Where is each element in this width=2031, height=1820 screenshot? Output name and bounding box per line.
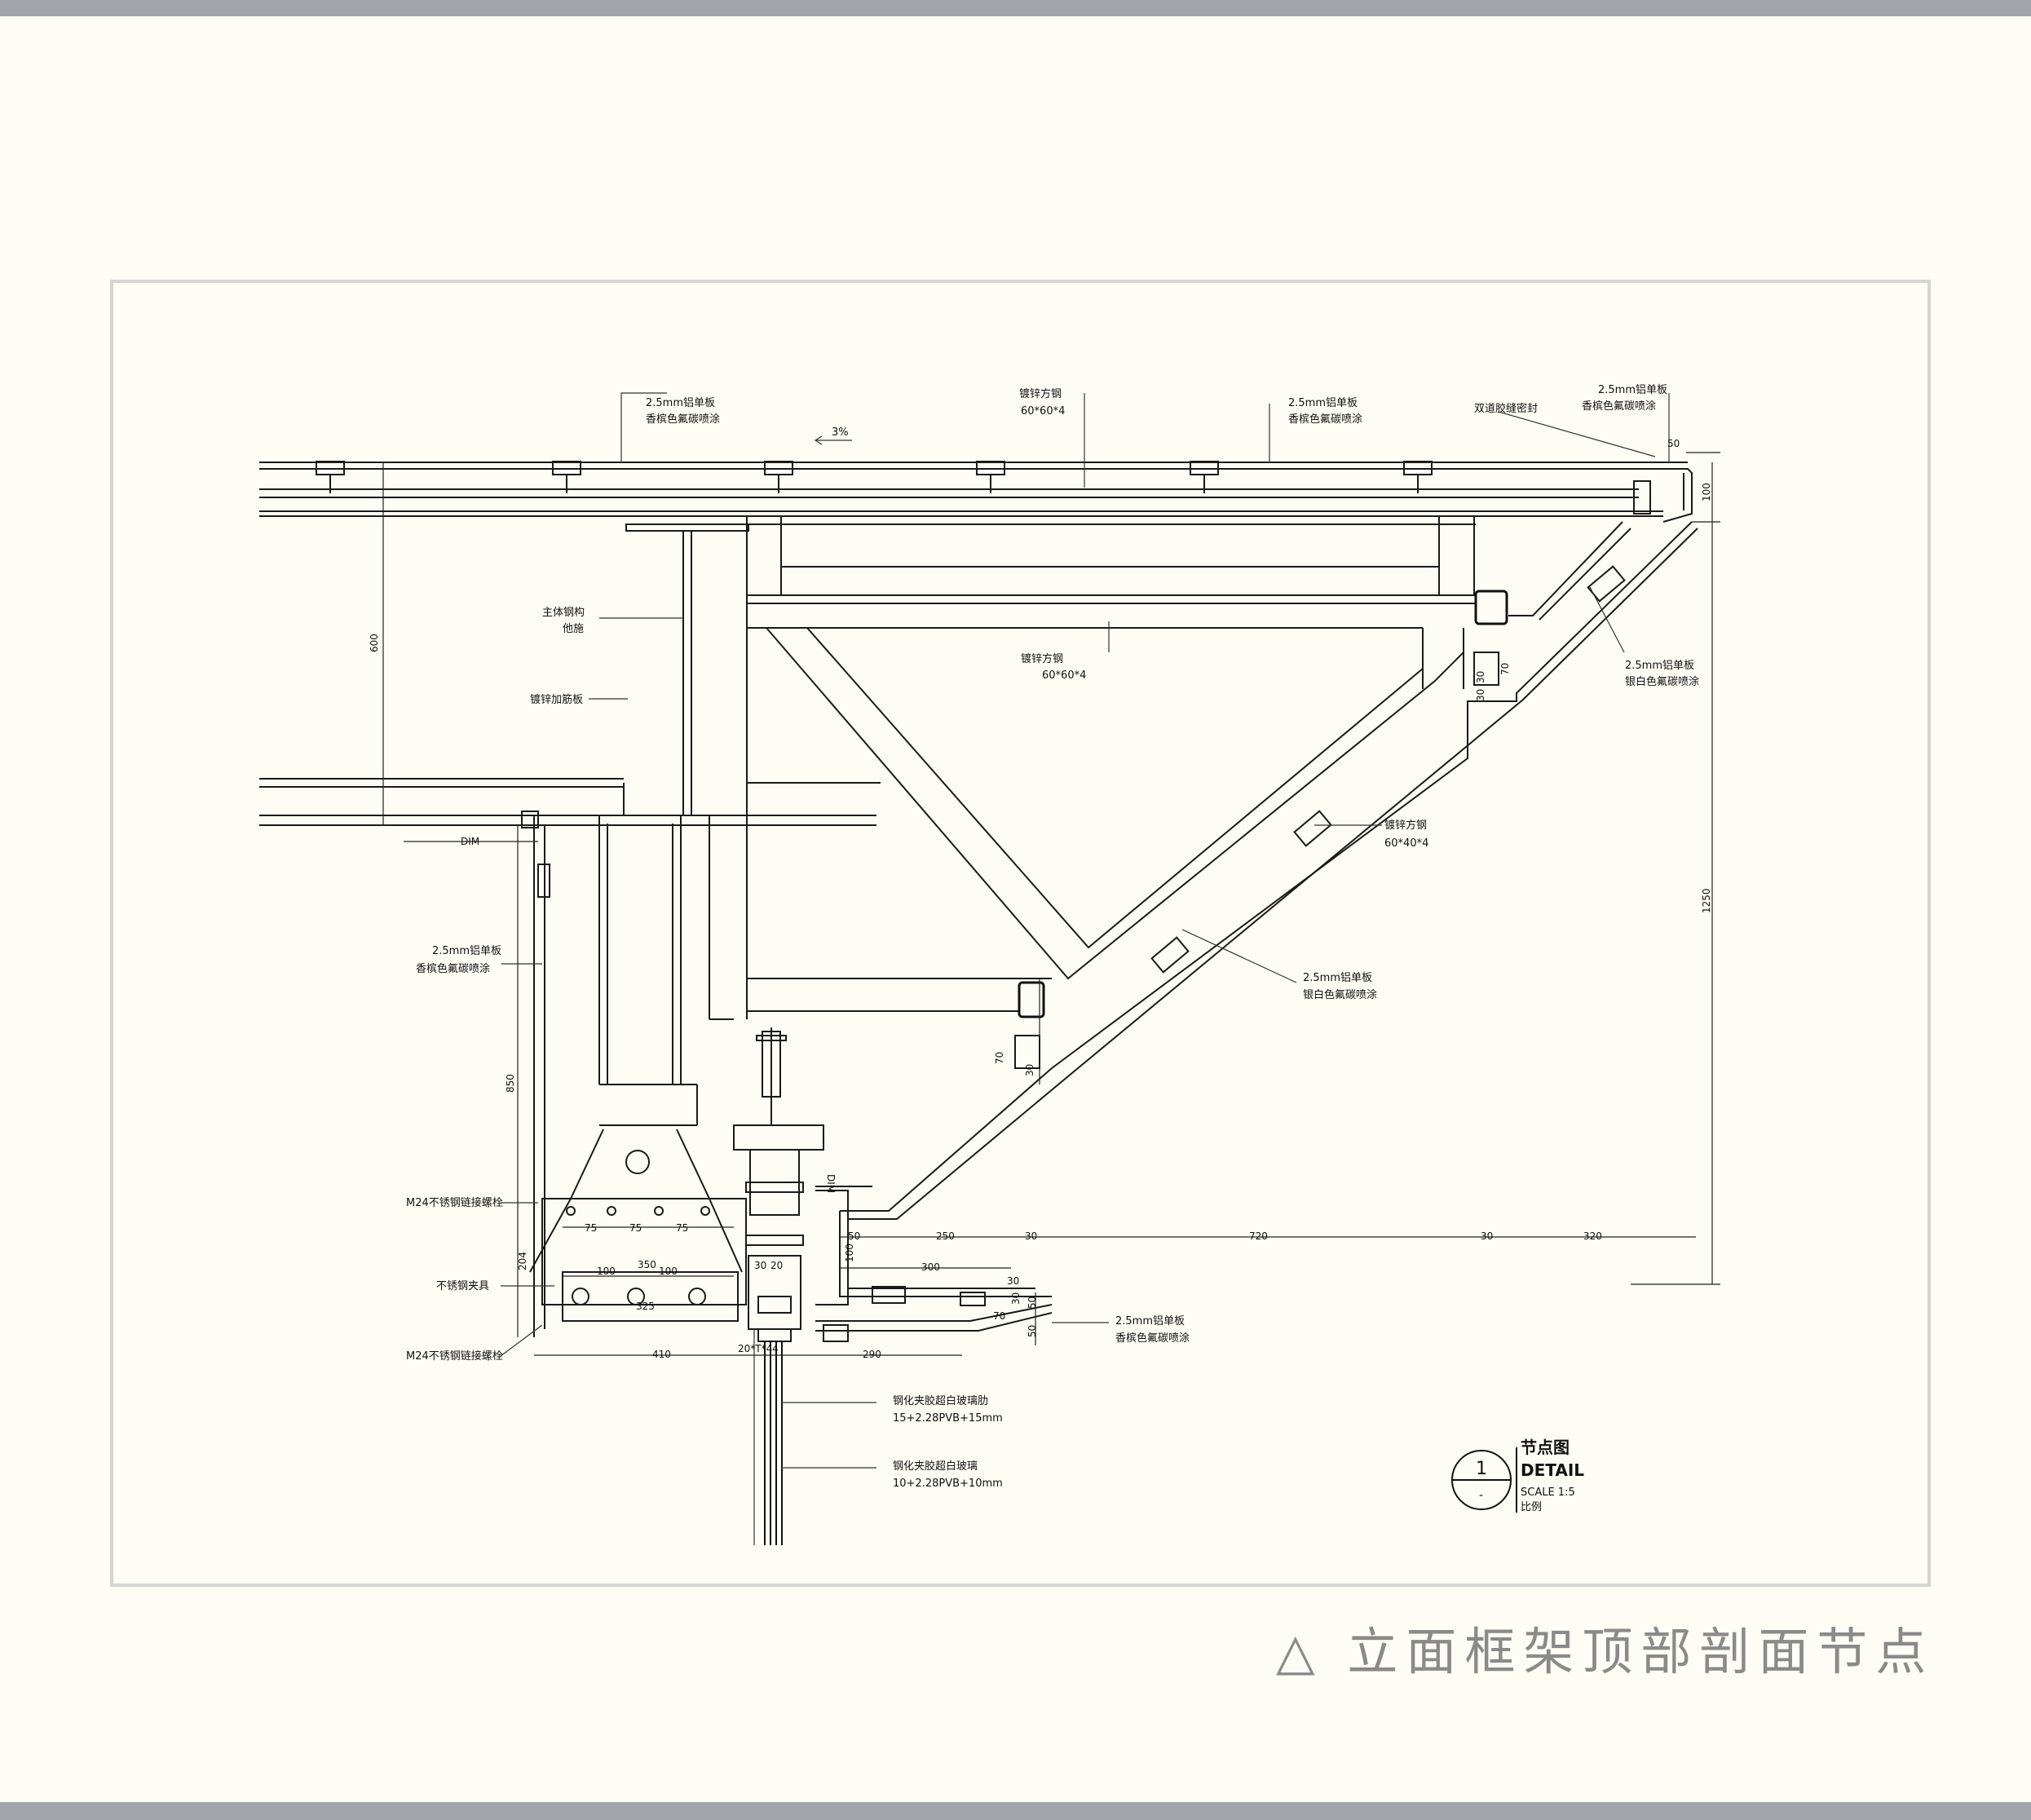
dim-20: 20 (770, 1260, 783, 1271)
dim-720: 720 (1249, 1230, 1268, 1242)
dim-100-b: 100 (659, 1266, 678, 1277)
label-clamp: 不锈钢夹具 (436, 1280, 489, 1292)
detail-scale-cn: 比例 (1521, 1501, 1542, 1513)
label-left-panel-l1: 2.5mm铝单板 (432, 945, 501, 957)
dim-75-3: 75 (676, 1222, 688, 1234)
dim-850: 850 (505, 1074, 516, 1093)
label-silver-panel-2-l1: 2.5mm铝单板 (1303, 972, 1372, 984)
dim-1250: 1250 (1701, 888, 1712, 913)
dim-50-d: 50 (1027, 1325, 1038, 1337)
label-bolt-2: M24不锈钢链接螺栓 (406, 1350, 503, 1363)
label-corner-panel-l2: 香槟色氟碳喷涂 (1582, 400, 1656, 413)
label-diag-tube-l1: 镀锌方钢 (1384, 819, 1427, 832)
label-glass-fin-l1: 钢化夹胶超白玻璃肋 (893, 1394, 988, 1407)
label-top-panel-2-l2: 香槟色氟碳喷涂 (1288, 413, 1362, 426)
label-mid-tube-l2: 60*60*4 (1042, 669, 1086, 682)
dim-204: 204 (517, 1252, 528, 1270)
label-silver-panel-1-l1: 2.5mm铝单板 (1625, 660, 1694, 672)
drawing-frame (110, 280, 1931, 1587)
drawing-caption: △ 立面框架顶部剖面节点 (1276, 1622, 1935, 1681)
dim-350: 350 (638, 1259, 656, 1270)
detail-scale: SCALE 1:5 (1521, 1486, 1575, 1499)
label-top-panel-2-l1: 2.5mm铝单板 (1288, 397, 1358, 409)
label-top-panel-1-l2: 香槟色氟碳喷涂 (646, 413, 720, 426)
dim-left-dim: DIM (461, 836, 479, 847)
dim-30-b: 30 (1475, 689, 1486, 701)
main-steel-structure (259, 516, 1508, 1019)
dim-30-f: 30 (1481, 1230, 1493, 1242)
leader-lines (500, 392, 1670, 1469)
dim-100-c: 100 (844, 1244, 855, 1262)
dim-100-a: 100 (597, 1266, 616, 1277)
dim-75-2: 75 (629, 1222, 642, 1234)
dim-70-a: 70 (1499, 663, 1511, 675)
annotation-texts: 2.5mm铝单板 香槟色氟碳喷涂 镀锌方钢 60*60*4 2.5mm铝单板 香… (406, 384, 1699, 1490)
glass-clamp-assembly (733, 1027, 872, 1342)
label-top-panel-1-l1: 2.5mm铝单板 (646, 397, 715, 409)
label-mid-tube-l1: 镀锌方钢 (1021, 652, 1063, 665)
dim-600: 600 (369, 634, 380, 652)
bottom-tray-panel (815, 1211, 1053, 1342)
dimension-lines (375, 452, 1720, 1356)
dim-30-h: 30 (1010, 1292, 1022, 1305)
label-main-steel-l1: 主体钢构 (542, 607, 585, 619)
dim-70-c: 70 (993, 1310, 1005, 1322)
roof-panel (259, 462, 1693, 523)
dim-30-a: 30 (1475, 671, 1486, 683)
dim-410: 410 (652, 1349, 671, 1360)
label-corner-panel-l1: 2.5mm铝单板 (1598, 384, 1667, 396)
label-slope: 3% (832, 426, 849, 439)
dim-250: 250 (936, 1230, 955, 1242)
dim-bottom-mid: 20*T*44 (738, 1343, 779, 1354)
label-silver-panel-1-l2: 银白色氟碳喷涂 (1625, 675, 1699, 688)
label-top-tube-l1: 镀锌方钢 (1019, 387, 1062, 400)
label-bottom-panel-l1: 2.5mm铝单板 (1115, 1315, 1185, 1327)
label-bolt-1: M24不锈钢链接螺栓 (406, 1196, 503, 1209)
dim-30-c: 30 (1024, 1064, 1035, 1076)
dim-320: 320 (1583, 1230, 1602, 1242)
dim-100-top: 100 (1701, 483, 1712, 501)
label-main-steel-l2: 他施 (563, 623, 584, 635)
detail-title-en: DETAIL (1521, 1460, 1584, 1480)
sloped-soffit-panel (840, 521, 1698, 1220)
label-glass-l2: 10+2.28PVB+10mm (893, 1478, 1003, 1490)
dim-325: 325 (636, 1301, 655, 1312)
detail-tag: 1 - 节点图 DETAIL SCALE 1:5 比例 (1451, 1438, 1584, 1513)
top-border-bar (0, 0, 2031, 16)
label-top-tube-l2: 60*60*4 (1021, 405, 1065, 417)
channel-bracket (529, 815, 747, 1322)
dim-mid-dim: DIM (825, 1174, 837, 1193)
label-glass-l1: 钢化夹胶超白玻璃 (893, 1460, 978, 1473)
label-stiffener: 镀锌加筋板 (530, 693, 583, 706)
dim-50-b: 50 (848, 1230, 860, 1242)
dim-300: 300 (921, 1261, 940, 1273)
dim-70-b: 70 (994, 1052, 1005, 1064)
label-left-panel-l2: 香槟色氟碳喷涂 (416, 962, 490, 975)
dim-290: 290 (863, 1349, 881, 1360)
dim-50-c: 50 (1027, 1297, 1038, 1309)
glass-fin (753, 1329, 783, 1545)
detail-sub: - (1479, 1489, 1483, 1502)
detail-title-cn: 节点图 (1521, 1438, 1570, 1457)
dim-30-e: 30 (1025, 1230, 1037, 1242)
label-glass-fin-l2: 15+2.28PVB+15mm (893, 1412, 1003, 1425)
dim-75-1: 75 (585, 1222, 597, 1234)
dim-50-top: 50 (1667, 438, 1680, 449)
dim-30-g: 30 (1007, 1275, 1019, 1287)
dimension-texts: 600 50 100 1250 70 30 30 DIM 850 70 30 2… (369, 438, 1712, 1360)
dim-30-d: 30 (754, 1260, 766, 1271)
label-diag-tube-l2: 60*40*4 (1384, 837, 1428, 850)
label-bottom-panel-l2: 香槟色氟碳喷涂 (1115, 1332, 1190, 1345)
bottom-border-bar (0, 1802, 2031, 1820)
label-silver-panel-2-l2: 银白色氟碳喷涂 (1303, 988, 1377, 1001)
roof-fasteners (316, 461, 1433, 493)
detail-number: 1 (1476, 1459, 1487, 1479)
label-sealant: 双道胶缝密封 (1474, 402, 1538, 415)
